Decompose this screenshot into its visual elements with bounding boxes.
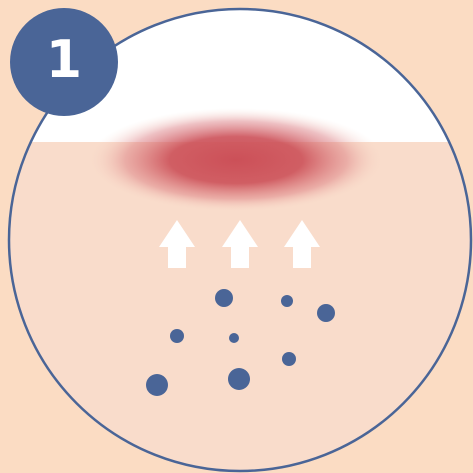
dot-particle-icon [317,304,335,322]
dot-particle-icon [170,329,184,343]
dot-particle-icon [146,374,168,396]
dot-particle-icon [215,289,233,307]
dot-particle-icon [228,368,250,390]
inflammation-glow [88,108,384,212]
dot-particle-icon [281,295,293,307]
step-number-badge: 1 [10,8,118,116]
dot-particle-icon [229,333,239,343]
step-number: 1 [46,34,82,86]
dot-particle-icon [282,352,296,366]
